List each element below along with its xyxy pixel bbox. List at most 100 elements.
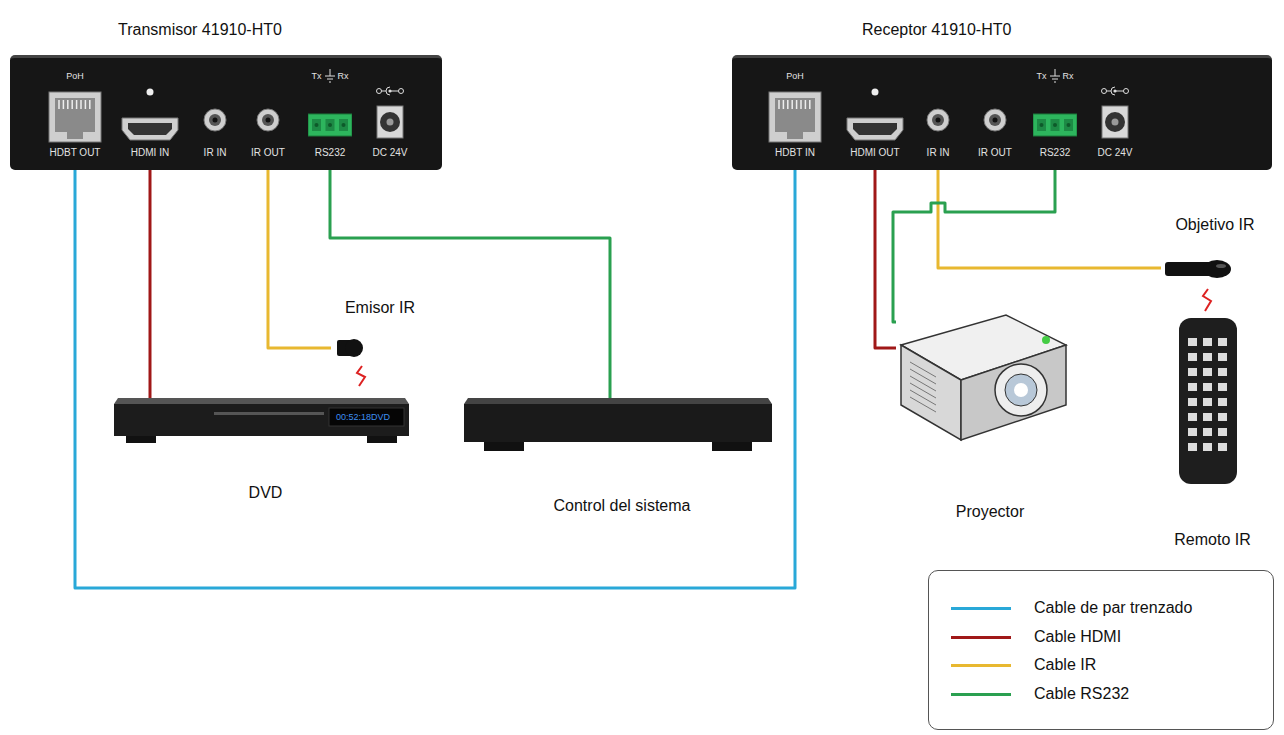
- terminal-screw: [1040, 123, 1044, 127]
- hdmi-housing: [847, 118, 903, 140]
- node-text: DC 24V: [372, 146, 407, 159]
- rj45-pin: [787, 100, 789, 109]
- rj45-pin: [71, 100, 73, 109]
- terminal-screw: [342, 123, 346, 127]
- rj45-tab: [67, 131, 83, 139]
- port: PoHHDBT IN: [768, 68, 822, 159]
- port: TxRxRS232: [308, 68, 352, 159]
- port: IR IN: [202, 68, 228, 159]
- terminal-screw: [1067, 123, 1071, 127]
- terminal-block: [1033, 114, 1077, 136]
- ground-line: [1054, 82, 1056, 83]
- ground-line: [325, 76, 335, 77]
- jack-port-icon: [202, 84, 228, 146]
- node-text: Emisor IR: [331, 298, 429, 318]
- remote-button: [1188, 338, 1197, 346]
- node-text: Transmisor 41910-HT0: [118, 18, 442, 42]
- node-text: Rx: [1063, 70, 1074, 83]
- dc-socket: [380, 112, 400, 132]
- remote-button: [1203, 443, 1212, 451]
- controller-front: [464, 404, 772, 442]
- jack-port-icon: [982, 84, 1008, 146]
- dc-port-icon: [375, 84, 405, 146]
- remote-button: [1203, 353, 1212, 361]
- dc-housing: [1102, 106, 1128, 138]
- polarity-symbol: [376, 89, 381, 94]
- jack-inner: [989, 114, 1001, 126]
- dc-pin: [1111, 119, 1118, 126]
- remote-button: [1218, 398, 1227, 406]
- dc-socket: [1105, 112, 1125, 132]
- remote-button: [1218, 413, 1227, 421]
- rj45-pin: [791, 100, 793, 109]
- ground-line: [1050, 76, 1060, 77]
- dc-pin: [386, 119, 393, 126]
- jack-hole: [265, 118, 270, 123]
- hdmi-slot: [853, 123, 897, 135]
- node-text: Control del sistema: [464, 496, 780, 516]
- jack-port-icon: [255, 84, 281, 146]
- rj45-pin: [796, 100, 798, 109]
- remote-button: [1218, 443, 1227, 451]
- terminal-slot: [339, 119, 348, 131]
- rj45-housing: [769, 92, 821, 142]
- remote-button: [1188, 383, 1197, 391]
- caption-block: Objetivo IR: [1161, 215, 1269, 235]
- device: Proyector: [896, 300, 1084, 522]
- ground-line: [329, 82, 331, 83]
- rj45-pin: [63, 100, 65, 109]
- caption-block: DVD: [114, 483, 417, 503]
- node-text: IR IN: [927, 146, 950, 159]
- legend-swatch: [951, 693, 1011, 696]
- port: PoHHDBT OUT: [48, 68, 102, 159]
- port: IR IN: [925, 68, 951, 159]
- rj45-port-icon: [48, 84, 102, 146]
- panel-heading: Receptor 41910-HT0: [732, 18, 1272, 55]
- remote-button: [1188, 398, 1197, 406]
- projector-vent: [910, 362, 936, 377]
- emitter-drawing: [337, 335, 369, 361]
- polarity-symbol: [1116, 91, 1124, 92]
- legend-row: Cable IR: [929, 654, 1273, 676]
- cable: [330, 159, 610, 398]
- device: Control del sistema: [464, 398, 780, 516]
- terminal-screw: [315, 123, 319, 127]
- port: DC 24V: [1097, 68, 1132, 159]
- terminal-slot: [1064, 119, 1073, 131]
- caption-block: Proyector: [896, 502, 1084, 522]
- receiver-shine: [1216, 264, 1226, 268]
- jack-port-icon: [925, 84, 951, 146]
- rj45-socket: [55, 98, 95, 132]
- jack-ring: [257, 109, 279, 131]
- panel-body: PoHHDBT OUTHDMI INIR INIR OUTTxRxRS232DC…: [10, 55, 442, 170]
- node-text: Remoto IR: [1161, 530, 1264, 550]
- display-readout: 00:52:18DVD: [336, 410, 390, 424]
- node-text: IR IN: [204, 146, 227, 159]
- ground-symbol: [325, 69, 335, 83]
- legend-text: Cable IR: [1034, 654, 1096, 676]
- controller-foot: [712, 442, 752, 451]
- hdmi-housing: [122, 118, 178, 140]
- jack-inner: [262, 114, 274, 126]
- jack-hole: [936, 118, 941, 123]
- rj45-pin: [67, 100, 69, 109]
- disc-slot: [214, 412, 324, 415]
- node-text: Tx: [312, 70, 322, 83]
- remote-button: [1203, 338, 1212, 346]
- legend-row: Cable HDMI: [929, 626, 1273, 648]
- cable: [149, 159, 152, 398]
- status-led: [872, 89, 879, 96]
- cable: [893, 159, 1055, 322]
- dc-housing: [377, 106, 403, 138]
- target-drawing: [1165, 257, 1235, 281]
- receiver-head: [1203, 260, 1231, 278]
- jack-hole: [992, 118, 997, 123]
- port-top-row: TxRx: [312, 68, 349, 84]
- rj45-socket: [775, 98, 815, 132]
- remote-button: [1203, 368, 1212, 376]
- remote-button: [1188, 443, 1197, 451]
- legend-text: Cable HDMI: [1034, 626, 1121, 648]
- dvd-foot: [126, 436, 156, 443]
- jack-hole: [213, 118, 218, 123]
- remote-button: [1188, 368, 1197, 376]
